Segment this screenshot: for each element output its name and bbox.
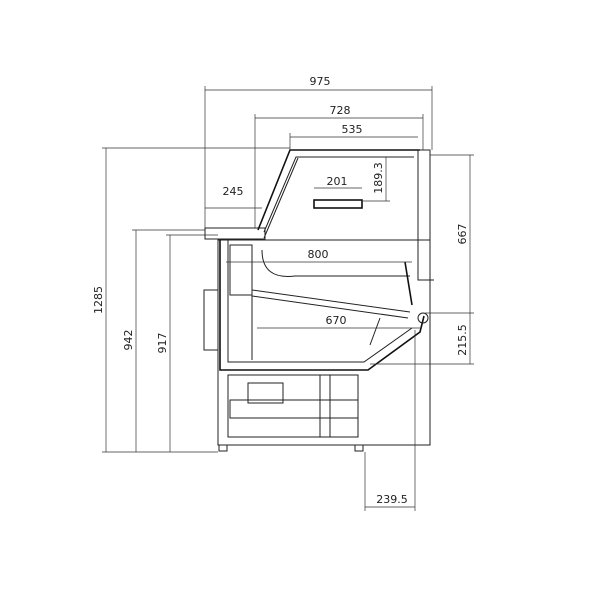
extension-lines bbox=[102, 86, 474, 511]
dim-shelf-height: 917 bbox=[156, 333, 169, 354]
dimension-labels: 975 728 535 201 189.3 245 800 667 670 21… bbox=[92, 75, 469, 506]
dim-top-depth: 728 bbox=[330, 104, 351, 117]
dim-base-depth: 670 bbox=[326, 314, 347, 327]
dim-lower-height: 215.5 bbox=[456, 324, 469, 356]
dim-display-depth: 800 bbox=[308, 248, 329, 261]
dim-front-offset: 239.5 bbox=[376, 493, 408, 506]
dim-display-height: 667 bbox=[456, 224, 469, 245]
dim-counter-height: 942 bbox=[122, 330, 135, 351]
dim-light-height: 189.3 bbox=[372, 162, 385, 194]
dim-glass-top-depth: 535 bbox=[342, 123, 363, 136]
case-outline bbox=[203, 149, 434, 452]
dimension-lines bbox=[105, 89, 471, 508]
dim-counter-depth: 245 bbox=[223, 185, 244, 198]
dim-overall-height: 1285 bbox=[92, 286, 105, 314]
dim-overall-depth: 975 bbox=[310, 75, 331, 88]
dim-light-width: 201 bbox=[327, 175, 348, 188]
